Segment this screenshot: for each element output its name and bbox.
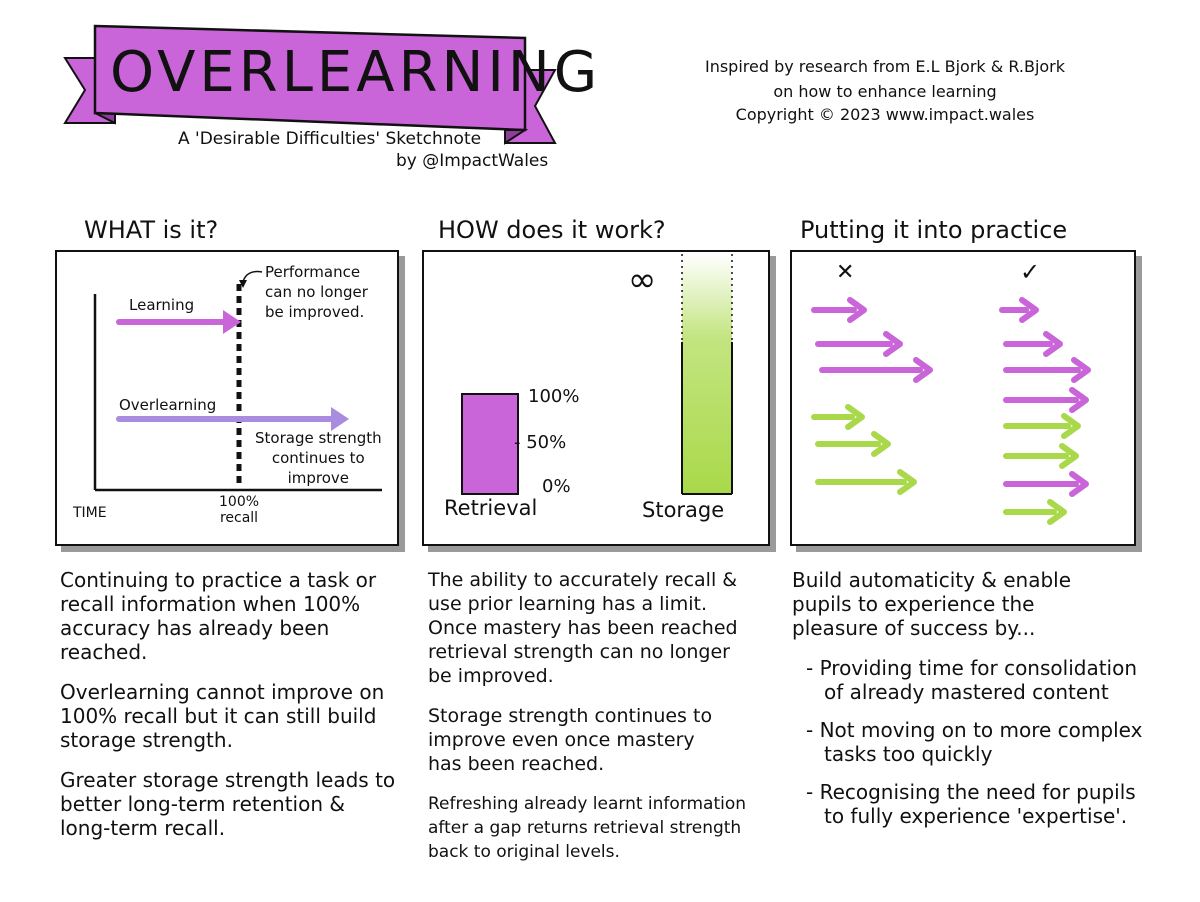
green-arrow	[815, 469, 917, 495]
green-arrow	[1003, 499, 1067, 525]
tick-0: 0%	[542, 476, 571, 497]
retrieval-label: Retrieval	[444, 496, 538, 520]
performance-note: Performance can no longer be improved.	[265, 263, 368, 321]
what-text: Continuing to practice a task or recall …	[60, 568, 410, 840]
cross-icon: ✕	[836, 260, 855, 285]
practice-intro: Build automaticity & enable pupils to ex…	[792, 568, 1072, 640]
section-title-practice: Putting it into practice	[800, 216, 1068, 244]
credit-line-3: Copyright © 2023 www.impact.wales	[735, 105, 1035, 124]
purple-arrow	[811, 297, 867, 323]
how-text: The ability to accurately recall & use p…	[428, 568, 790, 864]
green-arrow	[1003, 443, 1079, 469]
how-paragraph-1: The ability to accurately recall & use p…	[428, 569, 738, 687]
practice-bullet-3: - Recognising the need for pupils to ful…	[806, 780, 1136, 828]
page-title: OVERLEARNING	[110, 40, 602, 105]
what-paragraph-2: Overlearning cannot improve on 100% reca…	[60, 680, 385, 752]
strength-bars-diagram	[461, 254, 733, 495]
storage-label: Storage	[642, 498, 725, 522]
purple-arrow	[1003, 471, 1089, 497]
section-title-how: HOW does it work?	[438, 216, 666, 244]
practice-bullet-1: - Providing time for consolidation of al…	[806, 656, 1138, 704]
how-paragraph-2: Storage strength continues to improve ev…	[428, 705, 713, 775]
green-arrow	[811, 404, 865, 430]
what-paragraph-1: Continuing to practice a task or recall …	[60, 568, 377, 664]
credit-line-2: on how to enhance learning	[773, 82, 997, 101]
tick-100: 100%	[528, 386, 580, 407]
purple-arrow	[1003, 387, 1089, 413]
purple-arrow	[815, 331, 903, 357]
purple-arrow	[999, 297, 1039, 323]
green-arrow	[815, 431, 891, 457]
banner-author: by @ImpactWales	[396, 151, 549, 171]
recall-label: 100% recall	[219, 494, 260, 526]
check-icon: ✓	[1020, 258, 1041, 286]
purple-arrow	[1003, 357, 1091, 383]
purple-arrow	[819, 357, 933, 383]
credit-line-1: Inspired by research from E.L Bjork & R.…	[704, 57, 1066, 76]
tick-50: - 50%	[514, 432, 567, 453]
infinity-icon: ∞	[628, 260, 657, 300]
practice-text: Build automaticity & enable pupils to ex…	[792, 568, 1152, 828]
what-diagram-panel: Learning Overlearning Performance can no…	[55, 250, 399, 546]
practice-diagram-panel: ✕ ✓	[790, 250, 1136, 546]
what-paragraph-3: Greater storage strength leads to better…	[60, 768, 396, 840]
how-paragraph-3: Refreshing already learnt information af…	[428, 794, 747, 862]
time-axis-label: TIME	[73, 505, 107, 521]
how-diagram-panel: ∞ 100% - 50% 0% Retrieval Storage	[422, 250, 770, 546]
overlearning-label: Overlearning	[119, 396, 217, 414]
practice-bullet-2: - Not moving on to more complex tasks to…	[806, 718, 1143, 766]
practice-arrows-diagram	[811, 297, 1091, 525]
learning-label: Learning	[129, 296, 195, 314]
green-arrow	[1003, 413, 1081, 439]
purple-arrow	[1003, 331, 1063, 357]
section-title-what: WHAT is it?	[84, 216, 219, 244]
storage-note: Storage strength continues to improve	[255, 429, 382, 487]
banner-subtitle: A 'Desirable Difficulties' Sketchnote	[178, 129, 482, 149]
learning-curve-diagram	[93, 270, 382, 492]
title-banner	[63, 24, 557, 145]
